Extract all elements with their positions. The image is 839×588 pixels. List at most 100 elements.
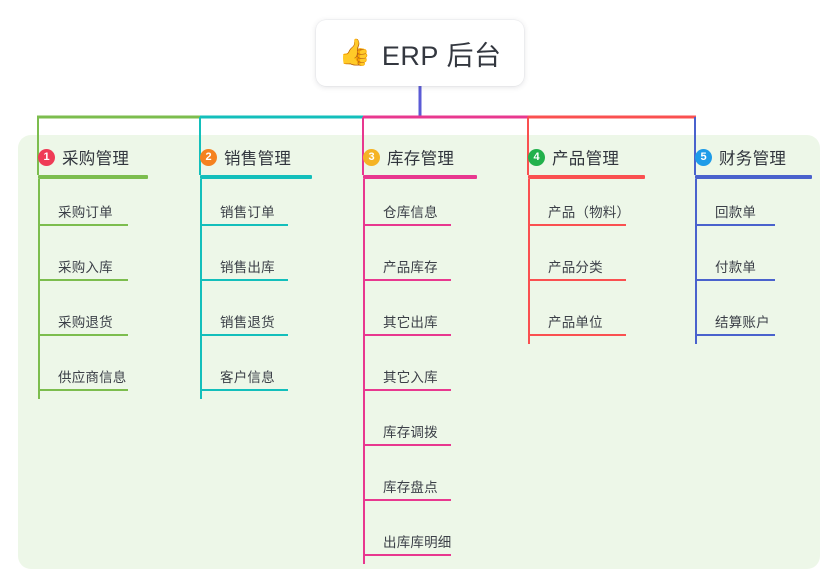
branch-item[interactable]: 库存盘点 (343, 454, 477, 509)
branch-item-label: 产品库存 (383, 260, 438, 275)
branch-item[interactable]: 供应商信息 (18, 344, 148, 399)
branch-number-badge: 1 (38, 148, 55, 166)
branch-item[interactable]: 付款单 (675, 234, 812, 289)
branch-header-underline (38, 175, 148, 179)
branch-header-产品管理[interactable]: 4 产品管理 (508, 145, 645, 169)
branch-number-badge: 3 (363, 148, 380, 166)
branch-item-list: 产品（物料） 产品分类产品单位 (508, 179, 645, 344)
branch-item-label: 出库库明细 (383, 535, 452, 550)
branch-item-list: 销售订单销售出库销售退货客户信息 (180, 179, 312, 399)
branch-item-underline (363, 444, 451, 446)
root-node-title: ERP 后台 (381, 40, 502, 71)
thumbs-up-icon: 👍 (338, 37, 371, 67)
branch-item-label: 销售退货 (220, 315, 275, 330)
branch-item-label: 库存盘点 (383, 480, 438, 495)
branch-item[interactable]: 其它入库 (343, 344, 477, 399)
branch-item[interactable]: 销售退货 (180, 289, 312, 344)
branch-item-underline (363, 389, 451, 391)
branch-item-underline (695, 224, 775, 226)
branch-item[interactable]: 销售出库 (180, 234, 312, 289)
branch-item-underline (528, 334, 626, 336)
branch-spine-line (363, 179, 365, 564)
branch-item-underline (38, 224, 128, 226)
branch-spine-line (200, 179, 202, 399)
branch-item-underline (363, 554, 451, 556)
branch-item-label: 销售订单 (220, 205, 275, 220)
branch-item-underline (38, 279, 128, 281)
branch-column-库存管理: 3 库存管理仓库信息产品库存其它出库其它入库库存调拨库存盘点出库库明细 (343, 145, 477, 564)
branch-header-库存管理[interactable]: 3 库存管理 (343, 145, 477, 169)
branch-item-underline (363, 499, 451, 501)
branch-spine-line (38, 179, 40, 399)
branch-item-underline (528, 279, 626, 281)
branch-item-list: 采购订单采购入库采购退货供应商信息 (18, 179, 148, 399)
branch-item-label: 客户信息 (220, 370, 275, 385)
branch-item-underline (363, 224, 451, 226)
branch-item-label: 采购入库 (58, 260, 113, 275)
branch-item-label: 产品分类 (548, 260, 603, 275)
branch-item-label: 回款单 (715, 205, 757, 220)
branch-item-label: 采购退货 (58, 315, 113, 330)
branch-item-underline (695, 334, 775, 336)
branch-title: 采购管理 (62, 150, 130, 168)
branch-title: 库存管理 (387, 150, 455, 168)
branch-item-label: 产品单位 (548, 315, 603, 330)
branch-item[interactable]: 产品（物料） (508, 179, 645, 234)
branch-item[interactable]: 回款单 (675, 179, 812, 234)
branch-item-label: 付款单 (715, 260, 757, 275)
branch-column-采购管理: 1 采购管理采购订单采购入库采购退货供应商信息 (18, 145, 148, 399)
branch-header-销售管理[interactable]: 2 销售管理 (180, 145, 312, 169)
branch-title: 产品管理 (552, 150, 620, 168)
branch-header-underline (200, 175, 312, 179)
branch-item[interactable]: 采购订单 (18, 179, 148, 234)
branch-header-underline (695, 175, 812, 179)
branch-item-underline (695, 279, 775, 281)
branch-number-badge: 5 (695, 148, 712, 166)
branch-item[interactable]: 采购入库 (18, 234, 148, 289)
branch-header-underline (528, 175, 645, 179)
branch-item-label: 结算账户 (715, 315, 770, 330)
branch-item-label: 其它出库 (383, 315, 438, 330)
branch-column-销售管理: 2 销售管理销售订单销售出库销售退货客户信息 (180, 145, 312, 399)
branch-item-underline (528, 224, 626, 226)
branch-title: 销售管理 (224, 150, 292, 168)
branch-item-list: 回款单付款单结算账户 (675, 179, 812, 344)
branch-item-label: 库存调拨 (383, 425, 438, 440)
branch-item-list: 仓库信息产品库存其它出库其它入库库存调拨库存盘点出库库明细 (343, 179, 477, 564)
branch-item-label: 其它入库 (383, 370, 438, 385)
branch-item[interactable]: 采购退货 (18, 289, 148, 344)
branch-item-label: 销售出库 (220, 260, 275, 275)
branch-item-label: 供应商信息 (58, 370, 127, 385)
branch-item[interactable]: 产品单位 (508, 289, 645, 344)
branch-item[interactable]: 结算账户 (675, 289, 812, 344)
branch-item-underline (200, 334, 288, 336)
branch-header-财务管理[interactable]: 5 财务管理 (675, 145, 812, 169)
branch-number-badge: 2 (200, 148, 217, 166)
branch-item-underline (200, 389, 288, 391)
branch-item[interactable]: 库存调拨 (343, 399, 477, 454)
branch-item-underline (200, 279, 288, 281)
branch-item-underline (38, 334, 128, 336)
branch-item[interactable]: 客户信息 (180, 344, 312, 399)
branch-item-label: 仓库信息 (383, 205, 438, 220)
branch-item[interactable]: 仓库信息 (343, 179, 477, 234)
branch-number-badge: 4 (528, 148, 545, 166)
branch-item-underline (363, 279, 451, 281)
branch-spine-line (695, 179, 697, 344)
branch-item[interactable]: 销售订单 (180, 179, 312, 234)
branch-item-underline (363, 334, 451, 336)
branch-item[interactable]: 产品分类 (508, 234, 645, 289)
branch-item[interactable]: 出库库明细 (343, 509, 477, 564)
branch-item-label: 采购订单 (58, 205, 113, 220)
branch-item-underline (200, 224, 288, 226)
branch-item-label: 产品（物料） (548, 205, 631, 220)
branch-item[interactable]: 产品库存 (343, 234, 477, 289)
root-node[interactable]: 👍 ERP 后台 (316, 20, 524, 86)
branch-header-underline (363, 175, 477, 179)
branch-item[interactable]: 其它出库 (343, 289, 477, 344)
branch-title: 财务管理 (719, 150, 787, 168)
branch-header-采购管理[interactable]: 1 采购管理 (18, 145, 148, 169)
branch-item-underline (38, 389, 128, 391)
